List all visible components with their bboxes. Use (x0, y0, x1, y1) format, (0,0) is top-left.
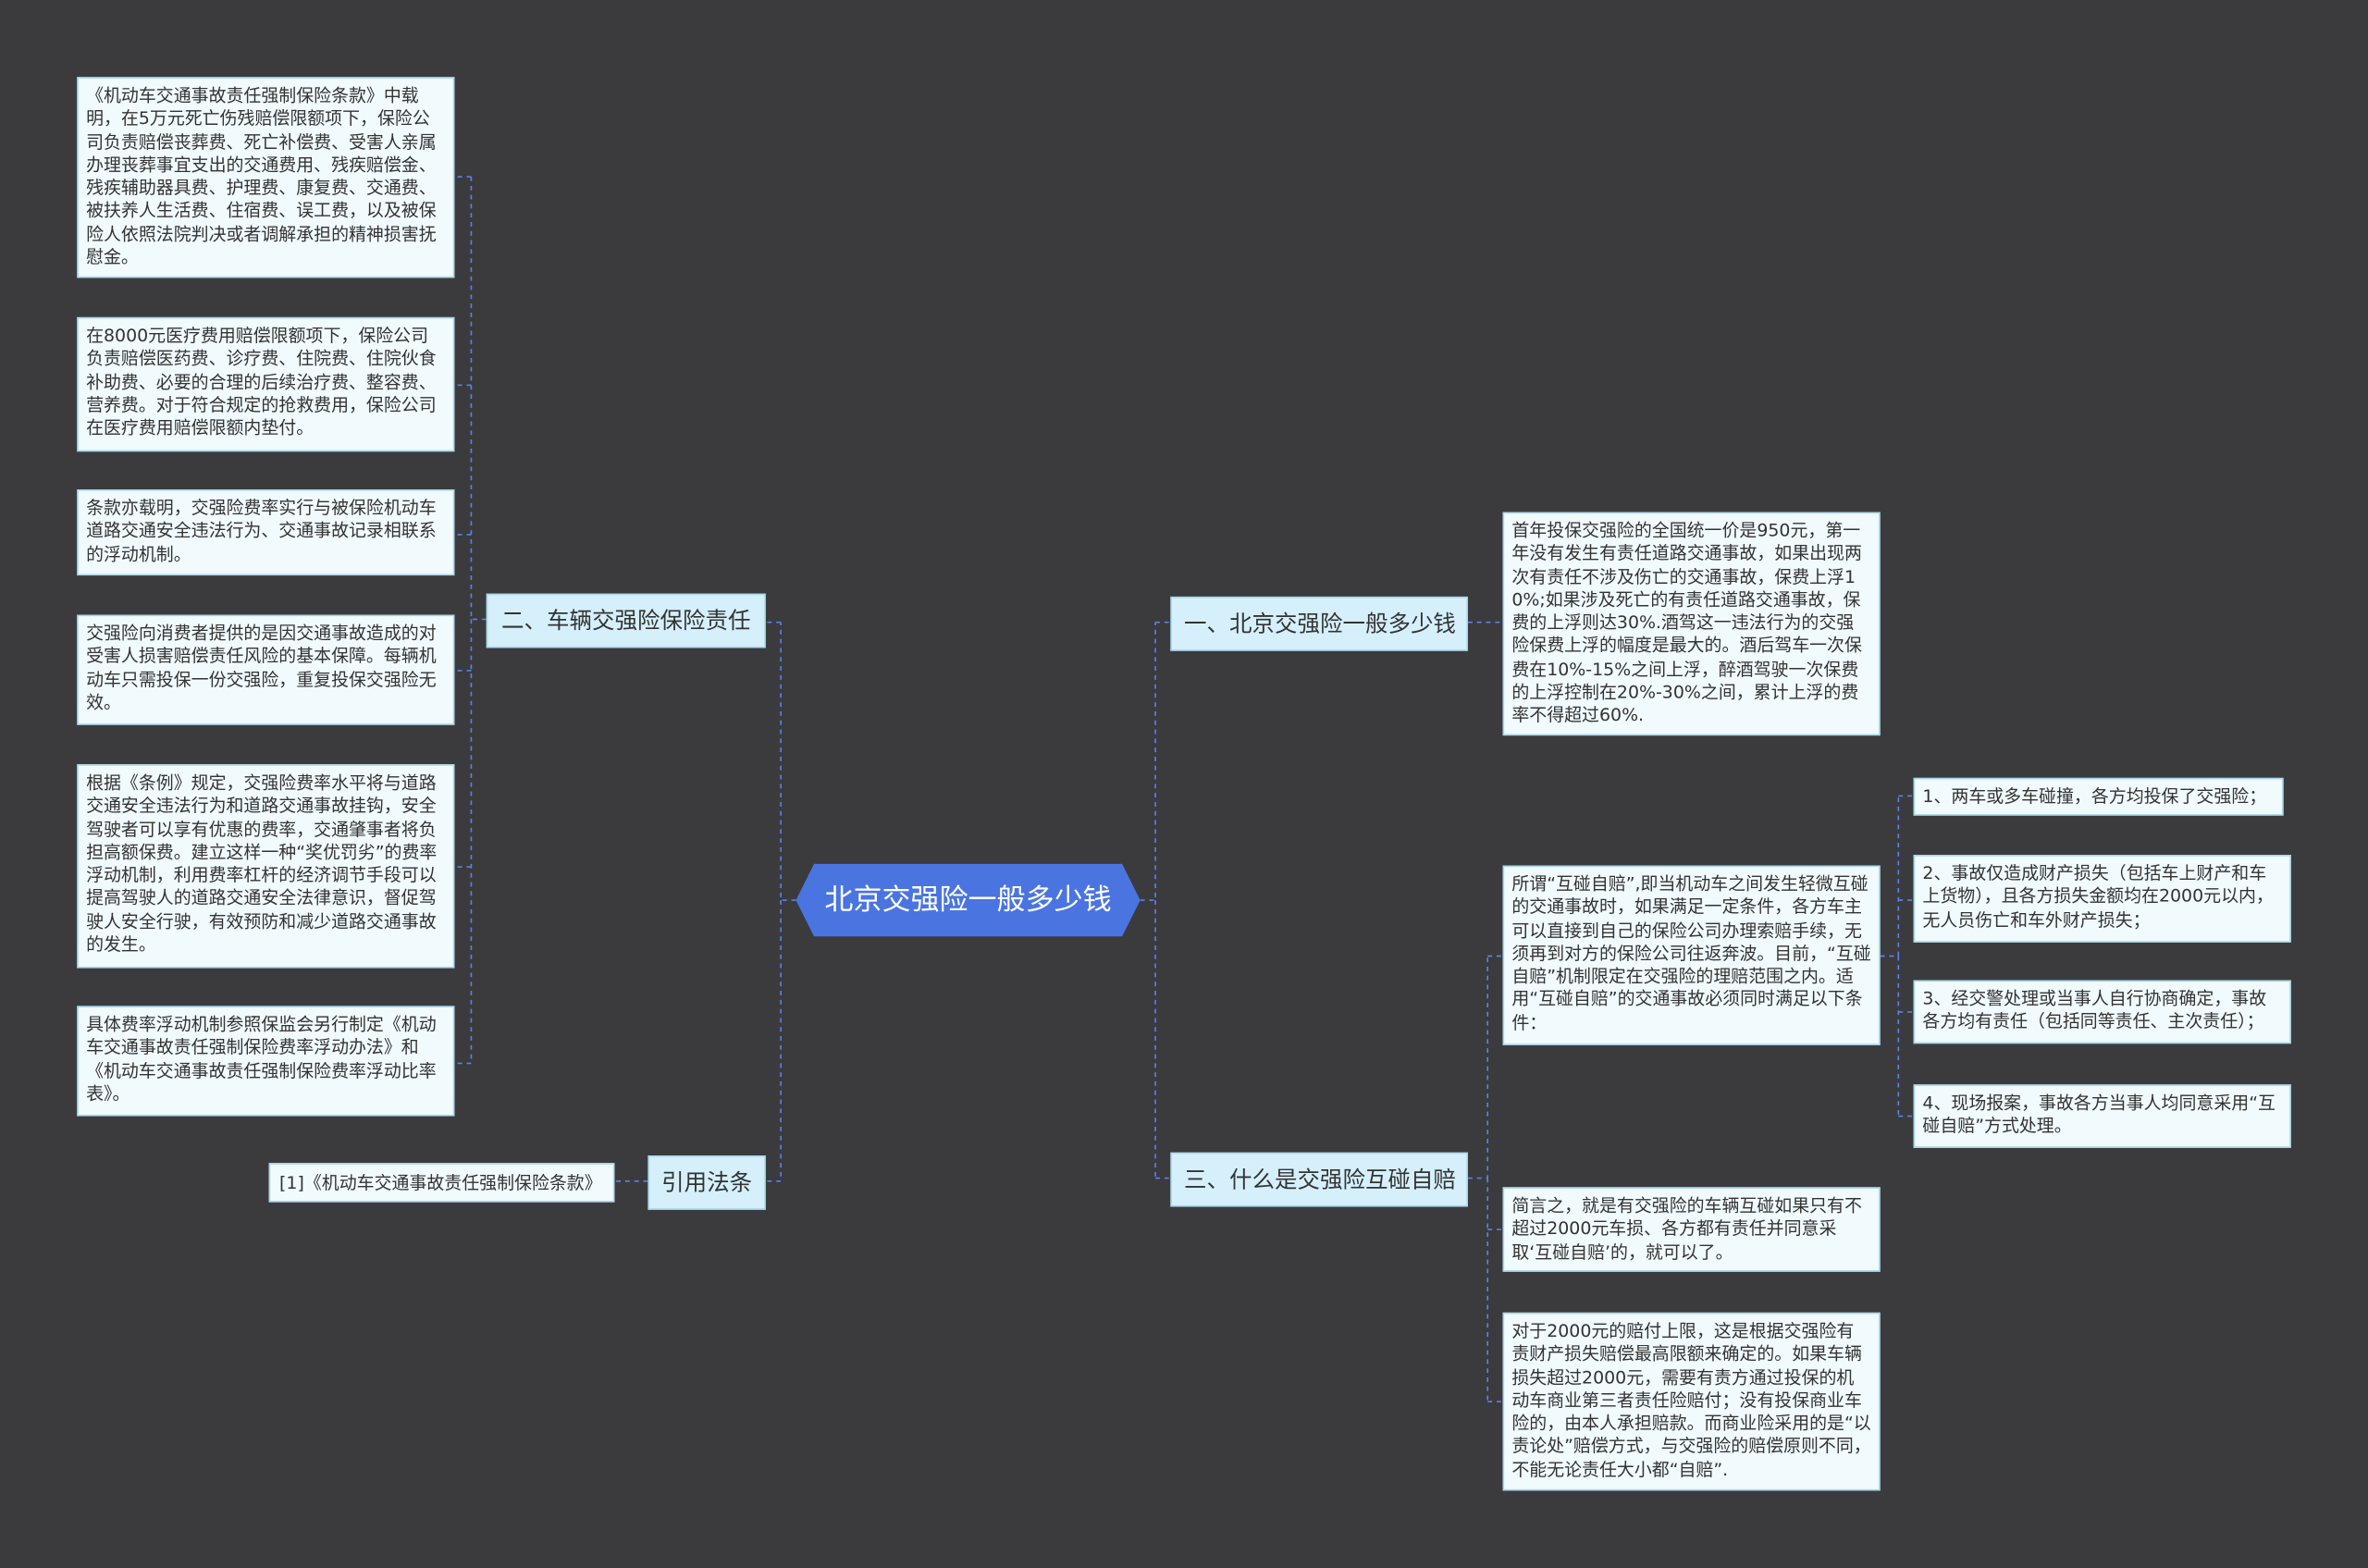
leaf-medical-limit[interactable]: 在8000元医疗费用赔偿限额项下，保险公司负责赔偿医药费、诊疗费、住院费、住院伙… (77, 316, 455, 452)
leaf-regulation-rate[interactable]: 根据《条例》规定，交强险费率水平将与道路交通安全违法行为和道路交通事故挂钩，安全… (77, 764, 455, 969)
root-node[interactable]: 北京交强险一般多少钱 (824, 883, 1112, 918)
leaf-rate-method[interactable]: 具体费率浮动机制参照保监会另行制定《机动车交通事故责任强制保险费率浮动办法》和《… (77, 1006, 455, 1117)
connector-b3-1-subleaves (1880, 795, 1914, 1117)
leaf-condition-2[interactable]: 2、事故仅造成财产损失（包括车上财产和车上货物），且各方损失金额均在2000元以… (1913, 855, 2291, 943)
leaf-condition-3[interactable]: 3、经交警处理或当事人自行协商确定，事故各方均有责任（包括同等责任、主次责任）； (1913, 980, 2291, 1044)
leaf-citation[interactable]: [1]《机动车交通事故责任强制保险条款》 (268, 1163, 615, 1203)
branch-beijing-price[interactable]: 一、北京交强险一般多少钱 (1170, 596, 1468, 651)
leaf-mutual-summary[interactable]: 简言之，就是有交强险的车辆互碰如果只有不超过2000元车损、各方都有责任并同意采… (1502, 1187, 1881, 1272)
leaf-floating-rate[interactable]: 条款亦载明，交强险费率实行与被保险机动车道路交通安全违法行为、交通事故记录相联系… (77, 488, 455, 576)
leaf-mutual-definition[interactable]: 所谓“互碰自赔”,即当机动车之间发生轻微互碰的交通事故时，如果满足一定条件，各方… (1502, 865, 1881, 1045)
leaf-basic-protection[interactable]: 交强险向消费者提供的是因交通事故造成的对受害人损害赔偿责任风险的基本保障。每辆机… (77, 614, 455, 725)
leaf-2000-limit[interactable]: 对于2000元的赔付上限，这是根据交强险有责财产损失赔偿最高限额来确定的。如果车… (1502, 1312, 1881, 1491)
branch-cited-law[interactable]: 引用法条 (648, 1155, 766, 1210)
leaf-condition-1[interactable]: 1、两车或多车碰撞，各方均投保了交强险； (1913, 777, 2284, 816)
leaf-condition-4[interactable]: 4、现场报案，事故各方当事人均同意采用“互碰自赔”方式处理。 (1913, 1084, 2291, 1148)
connector-b3-leaves (1467, 955, 1503, 1402)
branch-insurance-liability[interactable]: 二、车辆交强险保险责任 (486, 593, 766, 648)
branch-mutual-collision[interactable]: 三、什么是交强险互碰自赔 (1170, 1152, 1468, 1207)
leaf-premium-price[interactable]: 首年投保交强险的全国统一价是950元，第一年没有发生有责任道路交通事故，如果出现… (1502, 512, 1881, 736)
connector-b2-leaves (454, 176, 487, 1065)
leaf-death-disability-limit[interactable]: 《机动车交通事故责任强制保险条款》中载明，在5万元死亡伤残赔偿限额项下，保险公司… (77, 77, 455, 278)
connector-root-right (1140, 621, 1171, 1179)
